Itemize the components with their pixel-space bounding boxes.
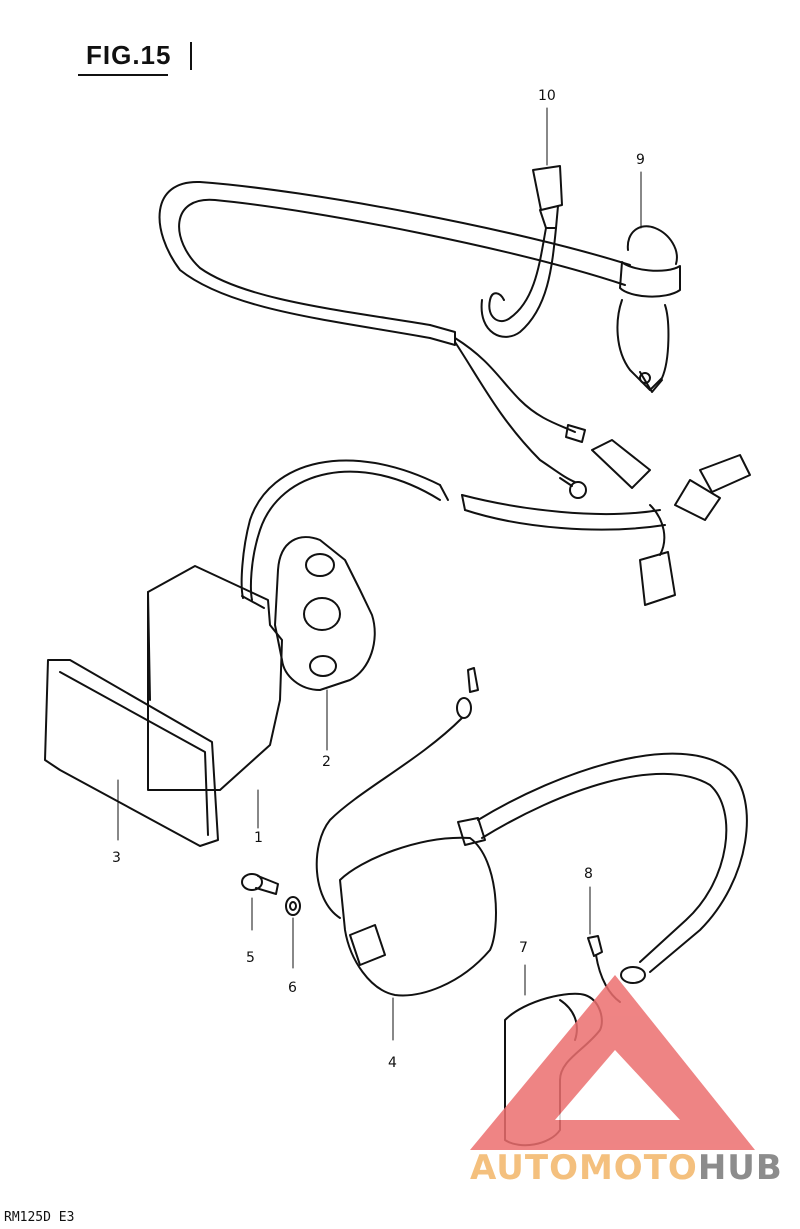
part-3-cover <box>44 659 219 847</box>
part-1-cdi-unit <box>147 565 283 791</box>
callout-9: 9 <box>636 152 645 168</box>
coil-primary-wire <box>315 667 479 919</box>
title-divider <box>190 42 192 70</box>
callout-5: 5 <box>246 950 255 966</box>
callout-7: 7 <box>519 940 528 956</box>
connectors-right <box>591 439 751 606</box>
watermark-logo-text: AUTOMOTOHUB <box>470 1148 783 1188</box>
callout-6: 6 <box>288 980 297 996</box>
title-underline <box>78 74 168 76</box>
watermark-text-2: HUB <box>697 1148 783 1188</box>
part-2-plate <box>274 536 376 691</box>
high-tension-lead <box>477 752 748 984</box>
watermark-triangle <box>470 975 755 1150</box>
part-10-strap <box>480 165 563 338</box>
upper-harness <box>158 180 631 499</box>
cdi-harness <box>240 459 666 601</box>
callout-8: 8 <box>584 866 593 882</box>
part-5-bolt <box>241 873 279 895</box>
part-4-coil <box>339 817 497 997</box>
callout-10: 10 <box>538 88 556 104</box>
callout-4: 4 <box>388 1055 397 1071</box>
watermark-text-1: AUTOMOTO <box>470 1148 698 1188</box>
figure-title: FIG.15 <box>86 40 172 70</box>
callout-3: 3 <box>112 850 121 866</box>
part-6-washer <box>285 896 301 916</box>
model-code: RM125D E3 <box>4 1210 75 1225</box>
part-9-switch <box>616 225 681 393</box>
callout-1: 1 <box>254 830 263 846</box>
leader-lines <box>117 107 642 1041</box>
callout-2: 2 <box>322 754 331 770</box>
